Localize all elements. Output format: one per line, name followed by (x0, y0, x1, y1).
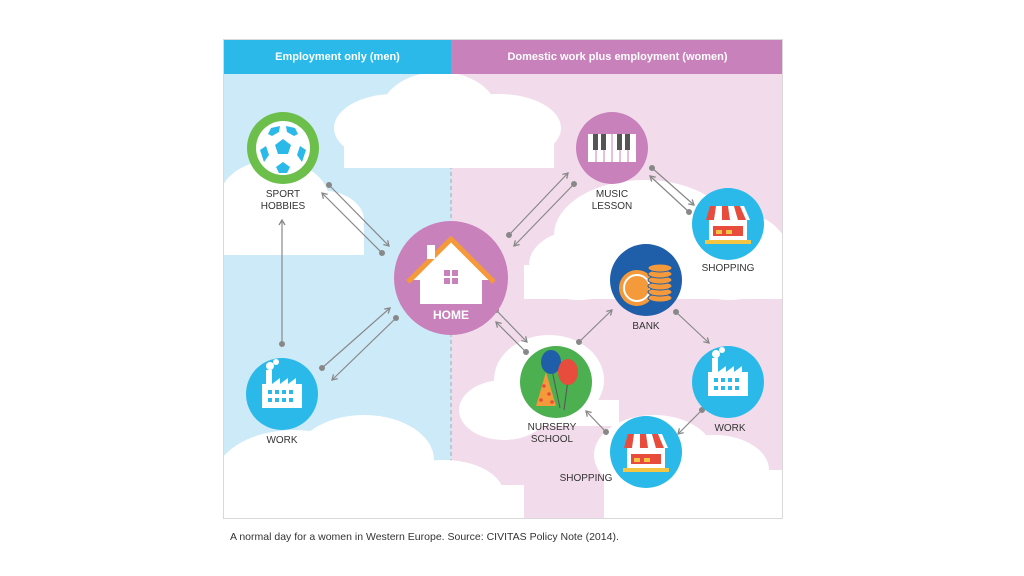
coins-icon (619, 263, 673, 306)
sport-label-line2: HOBBIES (260, 201, 306, 212)
sport-label-line1: SPORT (265, 189, 301, 200)
music-label-line2: LESSON (591, 201, 633, 212)
shopping-bottom-node (610, 416, 682, 488)
piano-keys-icon (588, 134, 636, 162)
work-women-label: WORK (714, 423, 746, 434)
sport-node (247, 112, 319, 184)
arrow-nursery-to-bank (578, 309, 613, 343)
shop-icon (705, 206, 751, 244)
sport-label: SPORT HOBBIES (228, 189, 338, 213)
arrow-nursery-to-home (495, 321, 527, 353)
nursery-node (520, 346, 592, 418)
shop-icon (623, 434, 669, 472)
arrow-home-to-nursery (495, 309, 528, 343)
factory-icon (708, 347, 748, 396)
work-men-node (246, 358, 318, 430)
work-women-node (692, 346, 764, 418)
music-node (576, 112, 648, 184)
arrow-music-to-shopping (651, 167, 695, 206)
home-label: HOME (433, 308, 469, 322)
bank-label: BANK (632, 321, 660, 332)
music-label: MUSIC LESSON (557, 189, 667, 213)
bank-node (610, 244, 682, 316)
arrow-shopping-to-nursery (585, 410, 607, 433)
arrow-bank-to-work (675, 311, 710, 344)
arrow-work-to-shopping (677, 409, 703, 435)
nursery-label-line1: NURSERY (527, 422, 577, 433)
work-men-label: WORK (266, 435, 298, 446)
arrow-home-to-work (331, 317, 397, 381)
nursery-label-line2: SCHOOL (530, 434, 574, 445)
arrow-home-to-sport (321, 192, 383, 254)
diagram-figure: Employment only (men) Domestic work plus… (223, 39, 783, 519)
header-women: Domestic work plus employment (women) (451, 40, 782, 74)
shopping-top-label: SHOPPING (701, 263, 755, 274)
nursery-label: NURSERY SCHOOL (497, 422, 607, 446)
cloud-left-upper (224, 160, 364, 255)
connection-arrows (278, 164, 710, 436)
cloud-bottom-left (224, 415, 524, 518)
arrow-shopping-to-music (649, 175, 690, 213)
home-node (394, 221, 508, 335)
balloons-icon (536, 350, 578, 411)
arrow-music-to-home (513, 183, 575, 247)
shopping-top-node (692, 188, 764, 260)
arrow-work-to-home (321, 307, 391, 369)
arrow-sport-to-home (328, 184, 390, 247)
figure-caption: A normal day for a women in Western Euro… (230, 531, 619, 543)
cloud-top-center (334, 72, 561, 168)
shopping-bottom-label: SHOPPING (559, 473, 613, 484)
arrow-home-to-music (508, 172, 569, 236)
header-men: Employment only (men) (224, 40, 451, 74)
factory-icon (262, 359, 302, 408)
diagram-canvas (224, 40, 782, 518)
music-label-line1: MUSIC (595, 189, 629, 200)
house-icon (406, 236, 496, 304)
